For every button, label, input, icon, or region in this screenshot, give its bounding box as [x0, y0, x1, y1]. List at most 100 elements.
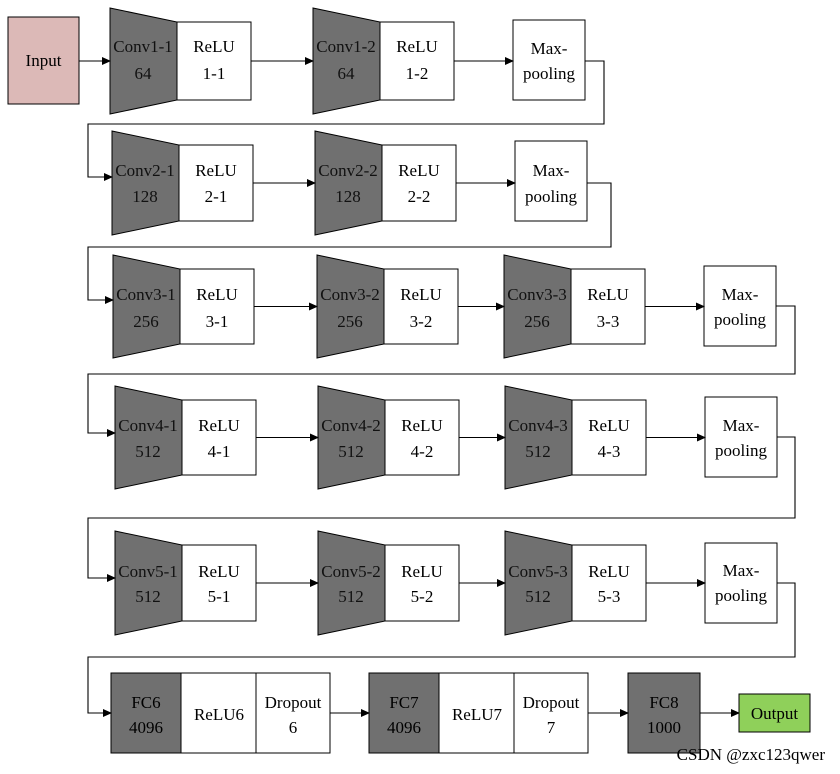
relu1-1-top: ReLU	[193, 37, 235, 56]
relu5-1-bottom: 5-1	[208, 587, 231, 606]
relu2-2-bottom: 2-2	[408, 187, 431, 206]
conv3-3-name: Conv3-3	[507, 285, 567, 304]
conv1-2-channels: 64	[338, 64, 356, 83]
relu4-1-top: ReLU	[198, 416, 240, 435]
conv2-1-block	[111, 130, 180, 236]
conv3-2-block	[316, 254, 385, 359]
maxpool-3-bottom: pooling	[714, 310, 766, 329]
relu5-2-top: ReLU	[401, 562, 443, 581]
maxpool-5-top: Max-	[723, 561, 760, 580]
fc8-name: FC8	[649, 693, 678, 712]
conv5-2-name: Conv5-2	[321, 562, 381, 581]
relu4-3-box	[571, 399, 647, 476]
relu4-3-bottom: 4-3	[598, 442, 621, 461]
relu3-1-top: ReLU	[196, 285, 238, 304]
relu2-1-bottom: 2-1	[205, 187, 228, 206]
fc7-units: 4096	[387, 718, 421, 737]
fc6-block	[110, 672, 182, 754]
output-label: Output	[751, 704, 799, 723]
relu4-2-bottom: 4-2	[411, 442, 434, 461]
relu1-2-bottom: 1-2	[406, 64, 429, 83]
relu3-2-box	[383, 268, 459, 345]
conv5-2-channels: 512	[338, 587, 364, 606]
conv4-1-block	[114, 385, 183, 490]
relu3-3-top: ReLU	[587, 285, 629, 304]
conv4-1-channels: 512	[135, 442, 161, 461]
conv2-1-channels: 128	[132, 187, 158, 206]
conv4-3-block	[504, 385, 573, 490]
relu4-1-box	[181, 399, 257, 476]
output-box	[738, 693, 811, 733]
conv5-1-name: Conv5-1	[118, 562, 178, 581]
conv3-1-block	[112, 254, 181, 359]
dropout7-bottom: 7	[547, 718, 556, 737]
arrow-wrap-row1-to-row2	[87, 60, 605, 181]
relu6-label: ReLU6	[194, 705, 244, 724]
conv4-2-name: Conv4-2	[321, 416, 381, 435]
dropout7-top: Dropout	[523, 693, 580, 712]
maxpool-3-top: Max-	[722, 285, 759, 304]
conv2-2-channels: 128	[335, 187, 361, 206]
conv3-3-block	[503, 254, 572, 359]
fc8-block	[627, 672, 701, 754]
relu7-label: ReLU7	[452, 705, 503, 724]
maxpool-2-box	[514, 140, 588, 222]
relu4-3-top: ReLU	[588, 416, 630, 435]
relu4-1-bottom: 4-1	[208, 442, 231, 461]
conv2-2-block	[314, 130, 383, 236]
input-label: Input	[26, 51, 62, 70]
conv4-2-block	[317, 385, 386, 490]
conv3-3-channels: 256	[524, 312, 550, 331]
conv1-1-name: Conv1-1	[113, 37, 173, 56]
fc6-units: 4096	[129, 718, 163, 737]
relu5-3-box	[571, 544, 647, 622]
fc8-units: 1000	[647, 718, 681, 737]
fc7-name: FC7	[389, 693, 419, 712]
conv5-1-channels: 512	[135, 587, 161, 606]
conv4-2-channels: 512	[338, 442, 364, 461]
maxpool-3-box	[703, 265, 777, 347]
relu3-1-bottom: 3-1	[206, 312, 229, 331]
conv3-1-channels: 256	[133, 312, 159, 331]
maxpool-5-box	[704, 542, 778, 624]
relu5-2-bottom: 5-2	[411, 587, 434, 606]
arrow-wrap-row4-to-row5	[87, 436, 796, 582]
arrow-wrap-row2-to-row3	[87, 182, 612, 304]
maxpool-2-top: Max-	[533, 161, 570, 180]
relu3-1-box	[179, 268, 255, 345]
maxpool-1-box	[512, 19, 586, 101]
relu2-2-top: ReLU	[398, 161, 440, 180]
relu7-box	[438, 672, 515, 754]
conv4-3-name: Conv4-3	[508, 416, 568, 435]
conv2-2-name: Conv2-2	[318, 161, 378, 180]
conv4-3-channels: 512	[525, 442, 551, 461]
arrow-wrap-row5-to-row6	[87, 582, 796, 717]
maxpool-4-bottom: pooling	[715, 441, 767, 460]
conv5-3-channels: 512	[525, 587, 551, 606]
maxpool-4-top: Max-	[723, 416, 760, 435]
relu4-2-box	[384, 399, 460, 476]
relu5-2-box	[384, 544, 460, 622]
input-box	[7, 16, 80, 105]
maxpool-4-box	[704, 396, 778, 478]
fc6-name: FC6	[131, 693, 160, 712]
maxpool-1-bottom: pooling	[523, 64, 575, 83]
relu5-1-box	[181, 544, 257, 622]
conv3-2-name: Conv3-2	[320, 285, 380, 304]
relu3-3-box	[570, 268, 646, 345]
relu3-3-bottom: 3-3	[597, 312, 620, 331]
relu4-2-top: ReLU	[401, 416, 443, 435]
conv5-3-block	[504, 530, 573, 636]
relu1-1-bottom: 1-1	[203, 64, 226, 83]
relu5-3-top: ReLU	[588, 562, 630, 581]
dropout6-box	[255, 672, 331, 754]
conv5-3-name: Conv5-3	[508, 562, 568, 581]
maxpool-5-bottom: pooling	[715, 586, 767, 605]
conv5-1-block	[114, 530, 183, 636]
dropout6-bottom: 6	[289, 718, 298, 737]
fc7-block	[368, 672, 440, 754]
relu1-2-top: ReLU	[396, 37, 438, 56]
relu3-2-bottom: 3-2	[410, 312, 433, 331]
